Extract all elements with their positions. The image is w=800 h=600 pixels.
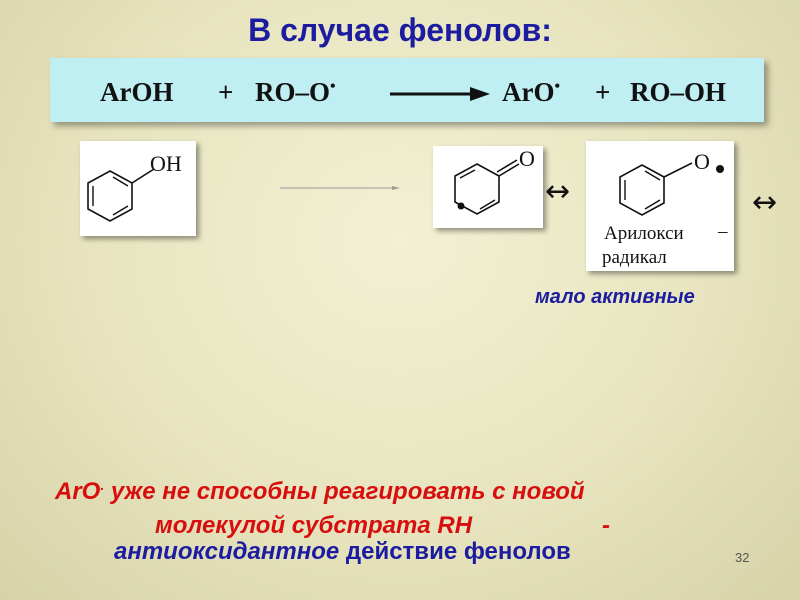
low-activity-note: мало активные — [535, 286, 695, 308]
aryloxy-caption-line1: Арилокси — [604, 223, 684, 244]
phenoxy-ring-icon: O Арилокси – радикал — [602, 149, 728, 268]
benzene-ring-icon: OH — [87, 151, 182, 222]
phenol-structure: OH — [80, 141, 196, 236]
resonance-arrow-2: ↔ — [752, 185, 778, 220]
carbonyl-oxygen-label: O — [519, 146, 535, 171]
conclusion-line-1: ArO. уже не способны реагировать с новой — [55, 477, 585, 505]
aryloxy-caption-dash: – — [717, 221, 728, 242]
thin-arrow-icon — [280, 186, 400, 190]
aryloxy-caption-line2: радикал — [602, 247, 667, 268]
reaction-arrow-icon — [390, 87, 490, 101]
product-hydroperoxide: RO–OH — [630, 77, 727, 107]
conclusion-line-3: антиоксидантное действие фенолов — [114, 538, 571, 565]
hydroxyl-label: OH — [150, 151, 182, 176]
slide-title: В случае фенолов: — [248, 12, 552, 48]
product-aryloxy-radical: ArO• — [502, 77, 561, 107]
reactant-aroh: ArOH — [100, 77, 174, 107]
cyclohexadienone-ring-icon: O — [454, 146, 535, 215]
plus-sign-2: + — [595, 77, 611, 107]
aryloxy-oxygen-label: O — [694, 149, 710, 174]
reactant-peroxy-radical: RO–O• — [255, 77, 336, 107]
radical-dot-icon — [457, 202, 465, 210]
reaction-equation: ArOH + RO–O• ArO• + RO–OH — [50, 58, 764, 122]
plus-sign: + — [218, 77, 234, 107]
radical-dot-icon — [716, 165, 724, 173]
quinoid-structure: O — [433, 146, 543, 228]
conclusion-line-2: молекулой субстрата RH — [155, 512, 473, 539]
resonance-arrow-1: ↔ — [545, 174, 571, 209]
conclusion-dash: - — [602, 512, 610, 539]
aryloxy-radical-structure: O Арилокси – радикал — [586, 141, 734, 271]
page-number: 32 — [735, 550, 750, 565]
